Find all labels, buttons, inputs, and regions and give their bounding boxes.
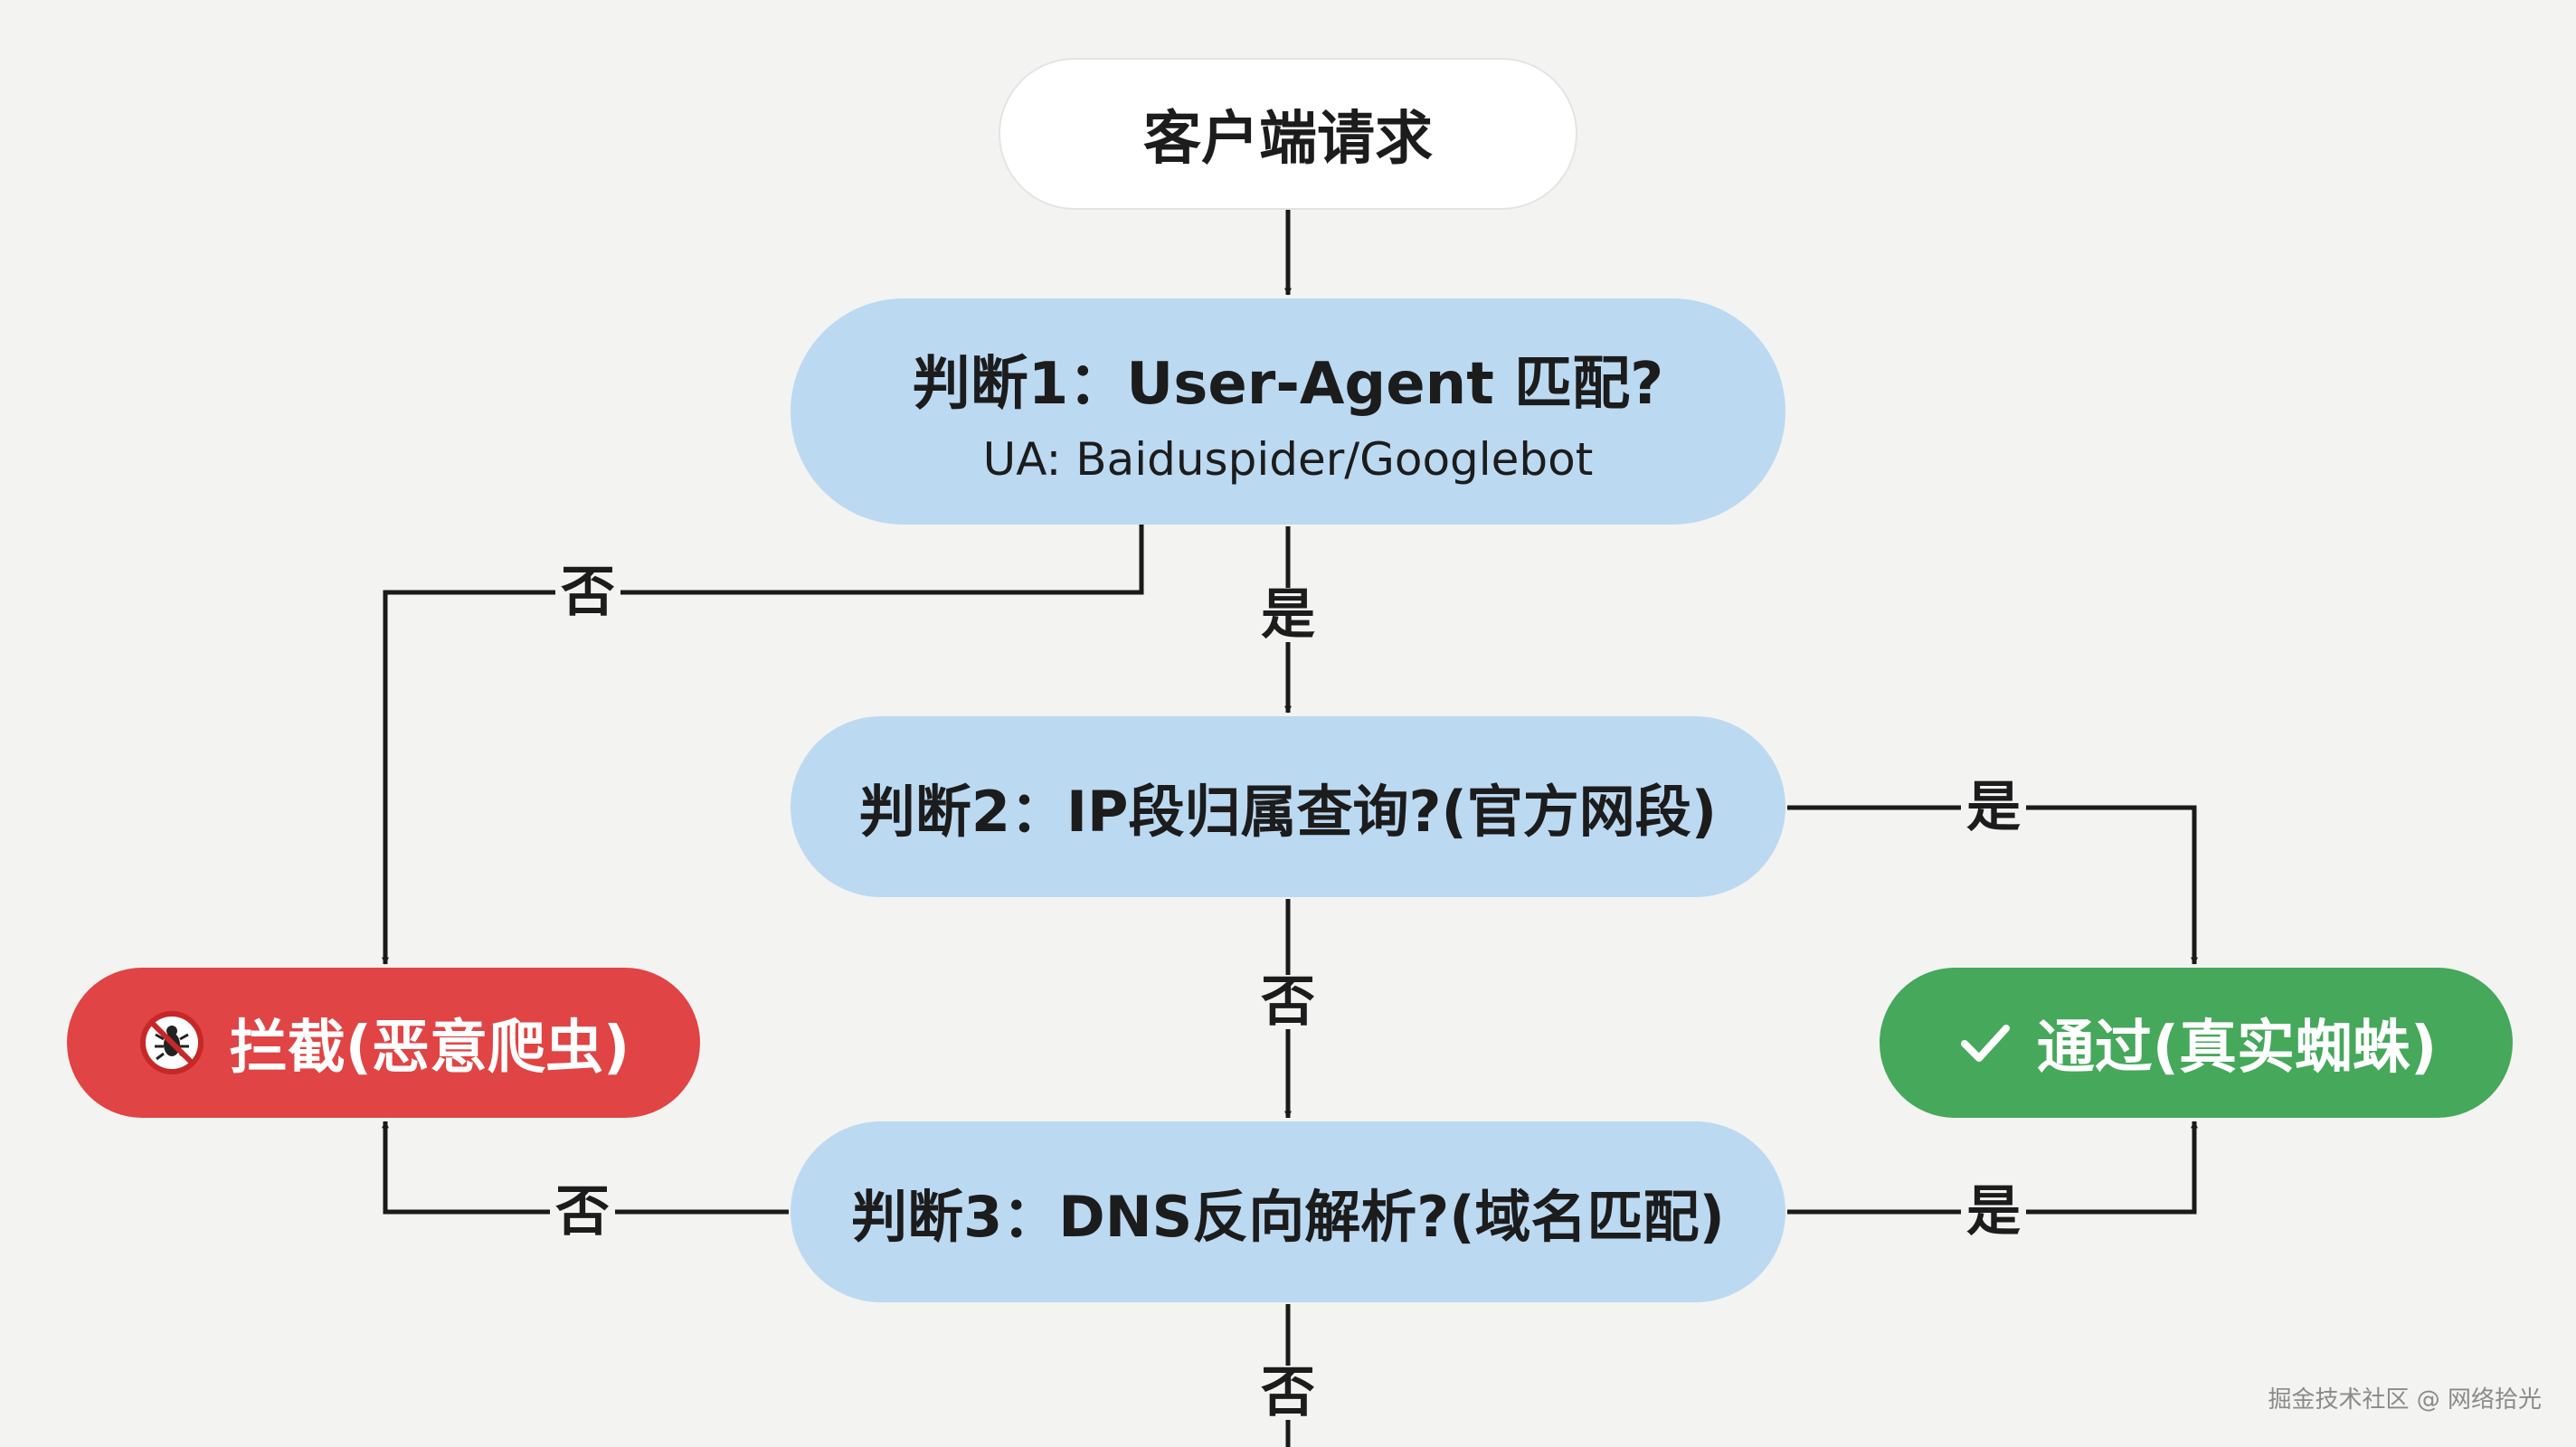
edge-label-check3-bottom-no: 否 xyxy=(1255,1366,1321,1420)
checkmark-icon xyxy=(1956,1014,2013,1072)
edge-check3-no xyxy=(382,1121,789,1215)
edge-label-check3-no: 否 xyxy=(550,1185,615,1239)
pass-node: 通过(真实蜘蛛) xyxy=(1880,968,2513,1118)
watermark: 掘金技术社区 @ 网络拾光 xyxy=(2268,1386,2542,1414)
edge-label-check1-yes: 是 xyxy=(1255,588,1321,642)
edge-label-check3-yes: 是 xyxy=(1961,1185,2026,1239)
start-node: 客户端请求 xyxy=(999,58,1577,210)
edge-check1-no xyxy=(382,525,1144,965)
check3-node: 判断3：DNS反向解析?(域名匹配) xyxy=(791,1121,1785,1302)
edge-label-check2-no: 否 xyxy=(1255,975,1321,1029)
edge-check3-yes xyxy=(1787,1121,2198,1215)
start-label: 客户端请求 xyxy=(1143,106,1433,173)
edge-check2-yes xyxy=(1787,805,2198,965)
block-node: 拦截(恶意爬虫) xyxy=(67,968,700,1118)
check1-title: 判断1：User-Agent 匹配? xyxy=(912,351,1664,418)
edge-label-check1-no: 否 xyxy=(555,565,620,619)
check1-subtitle: UA: Baiduspider/Googlebot xyxy=(982,433,1594,486)
check1-node: 判断1：User-Agent 匹配? UA: Baiduspider/Googl… xyxy=(791,298,1785,525)
check3-label: 判断3：DNS反向解析?(域名匹配) xyxy=(851,1184,1725,1250)
block-label: 拦截(恶意爬虫) xyxy=(229,1015,630,1082)
pass-label: 通过(真实蜘蛛) xyxy=(2036,1015,2438,1082)
edge-label-check2-yes: 是 xyxy=(1961,780,2026,835)
no-bug-icon xyxy=(137,1008,206,1077)
check2-node: 判断2：IP段归属查询?(官方网段) xyxy=(791,716,1785,897)
check2-label: 判断2：IP段归属查询?(官方网段) xyxy=(858,779,1718,845)
